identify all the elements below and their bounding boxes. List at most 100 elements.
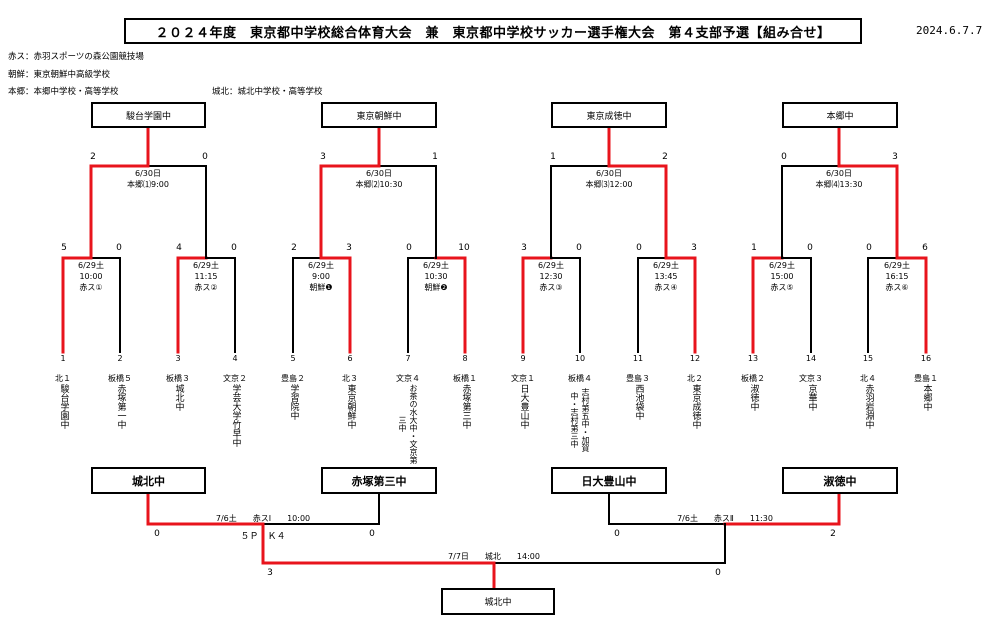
score-left: 0	[636, 243, 642, 253]
team-district: 北３	[342, 374, 358, 383]
bracket-line	[378, 165, 437, 259]
team-district: 板橋４	[568, 374, 592, 383]
bracket-line	[292, 257, 322, 353]
team-number: 5	[290, 354, 296, 363]
score-right: 3	[892, 152, 898, 162]
score-left: 0	[866, 243, 872, 253]
score-left: 0	[781, 152, 787, 162]
match-venue: 赤ス②	[194, 283, 218, 292]
match-time: 16:15	[885, 272, 909, 281]
team-name: 東京成徳中	[690, 384, 701, 429]
team-district: 豊島２	[281, 374, 305, 383]
match-venue: 赤ス⑥	[885, 283, 909, 292]
match-venue: 朝鮮❷	[424, 283, 448, 292]
bracket-line	[146, 492, 265, 526]
match-venue: 赤ス①	[79, 283, 103, 292]
semi-info: 7/6土 赤スⅠ 10:00	[215, 514, 311, 523]
score-left: 3	[320, 152, 326, 162]
score-right: 0	[231, 243, 237, 253]
team-district: 北２	[687, 374, 703, 383]
team-number: 16	[920, 354, 932, 363]
score-right: 3	[691, 243, 697, 253]
match-time: 15:00	[770, 272, 794, 281]
qualifier-box: 赤塚第三中	[321, 467, 437, 494]
match-date: 6/30日	[596, 169, 622, 178]
team-district: 北１	[55, 374, 71, 383]
team-name: 日大豊山中	[518, 384, 529, 429]
bracket-line	[837, 164, 899, 260]
team-name: 赤羽岩淵中	[863, 384, 874, 429]
venue-abbr: 赤ス：	[8, 52, 34, 62]
block-winner-box: 駿台学園中	[91, 102, 206, 128]
bracket-line	[61, 256, 93, 354]
team-district: 板橋１	[453, 374, 477, 383]
team-number: 10	[574, 354, 586, 363]
block-winner-box: 東京成徳中	[551, 102, 667, 128]
bracket-line	[90, 257, 121, 353]
bracket-line	[521, 256, 553, 354]
bracket-line	[493, 523, 726, 564]
match-date: 6/30日	[826, 169, 852, 178]
score-left: 4	[176, 243, 182, 253]
bracket-line	[319, 164, 381, 260]
venue-name: 本郷中学校・高等学校	[33, 87, 119, 97]
bracket-line	[781, 257, 812, 353]
team-number: 11	[632, 354, 644, 363]
score-right: 0	[576, 243, 582, 253]
team-number: 1	[60, 354, 66, 363]
score-left: 1	[751, 243, 757, 253]
venue-legend-johoku: 城北：城北中学校・高等学校	[212, 85, 323, 97]
bracket-line	[262, 493, 380, 525]
bracket-line	[664, 256, 697, 354]
champion-box: 城北中	[441, 588, 555, 615]
team-name: 駿台学園中	[58, 384, 69, 429]
score-right: 10	[458, 243, 470, 253]
team-number: 2	[117, 354, 123, 363]
match-venue: 赤ス⑤	[770, 283, 794, 292]
bracket-line	[608, 493, 726, 525]
semi-info: 7/6土 赤スⅡ 11:30	[677, 514, 773, 523]
venue-legend-hongo: 本郷：本郷中学校・高等学校	[8, 85, 119, 97]
score-left: 2	[291, 243, 297, 253]
page-title: ２０２４年度 東京都中学校総合体育大会 兼 東京都中学校サッカー選手権大会 第４…	[124, 18, 862, 44]
match-venue: 朝鮮❶	[309, 283, 333, 292]
match-venue: 赤ス④	[654, 283, 678, 292]
match-info: 6/30日本郷⑴9:00	[127, 168, 169, 190]
bracket-line	[261, 522, 496, 565]
team-name: 学習院中	[288, 384, 299, 420]
block-winner-box: 東京朝鮮中	[321, 102, 437, 128]
venue-name: 東京朝鮮中高級学校	[33, 70, 111, 80]
bracket-line	[781, 165, 840, 259]
match-date: 6/29土	[193, 261, 219, 270]
score-right: 3	[346, 243, 352, 253]
match-date: 6/29土	[653, 261, 679, 270]
match-venue: 赤ス③	[539, 283, 563, 292]
team-name: 学芸大学竹早中	[230, 384, 241, 447]
bracket-line	[407, 257, 437, 353]
match-date: 6/29土	[538, 261, 564, 270]
venue-name: 赤羽スポーツの森公園競技場	[33, 52, 144, 62]
team-name: 城北中	[173, 384, 184, 411]
score-left: 3	[267, 568, 273, 578]
score-left: 1	[550, 152, 556, 162]
bracket-line	[637, 257, 667, 353]
team-district: 北４	[860, 374, 876, 383]
team-number: 7	[405, 354, 411, 363]
team-name: 赤塚第三中	[460, 384, 471, 429]
team-name: 東京朝鮮中	[345, 384, 356, 429]
